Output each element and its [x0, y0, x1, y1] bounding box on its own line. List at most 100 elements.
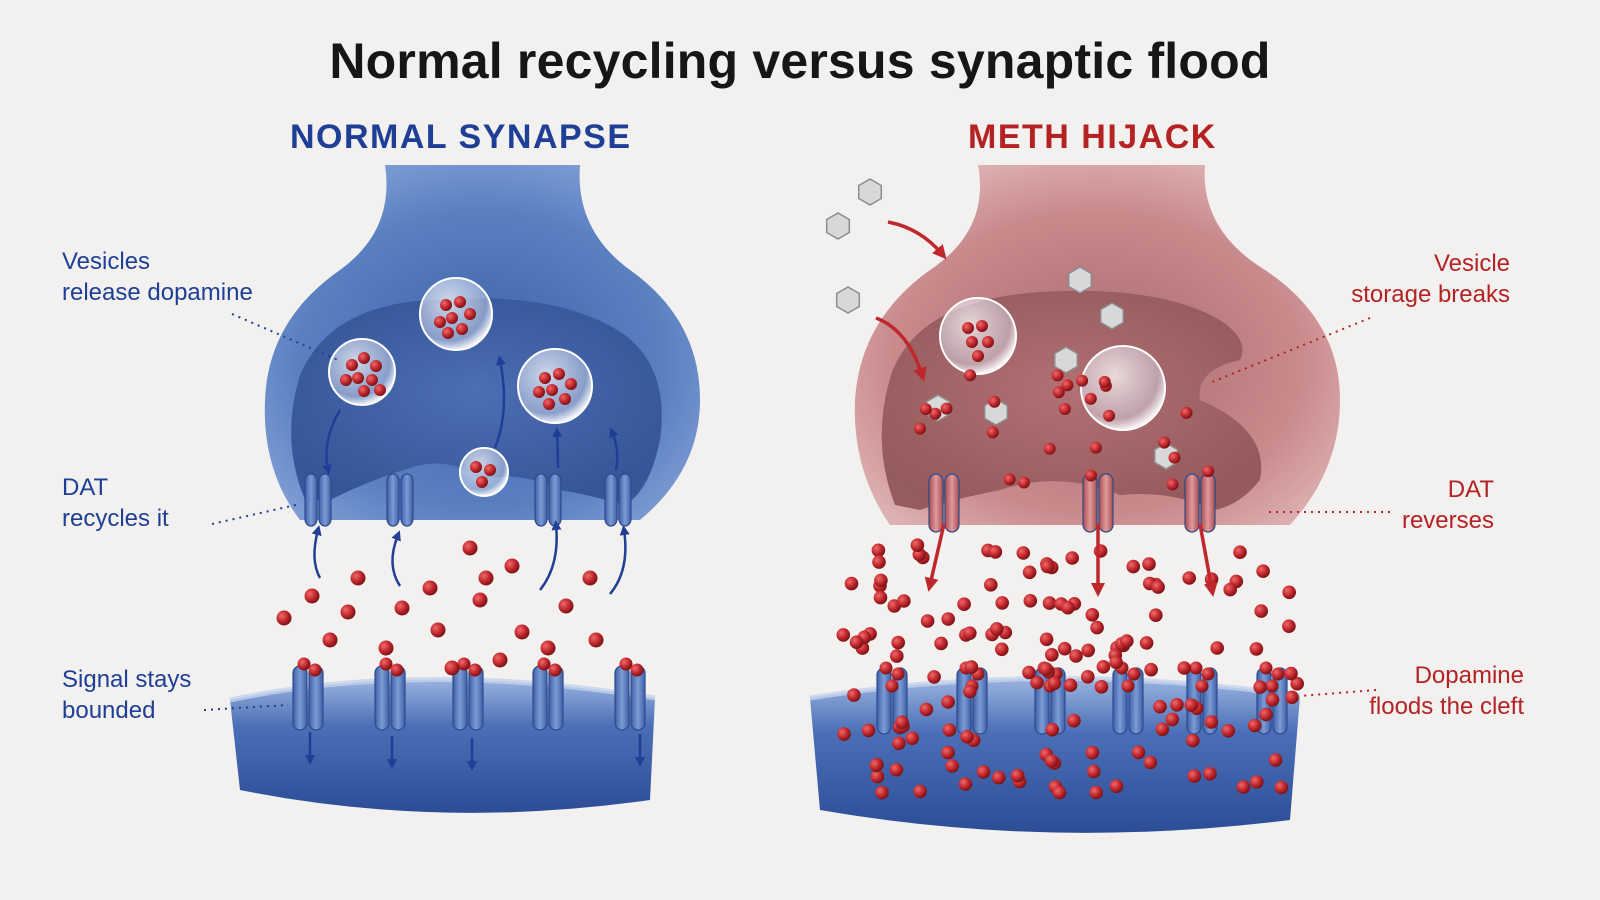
dopamine-molecule — [1180, 406, 1193, 419]
dopamine-molecule — [582, 570, 598, 586]
dopamine-molecule — [990, 622, 1004, 636]
dopamine-molecule — [1087, 764, 1101, 779]
dat-transporter — [386, 473, 414, 527]
dopamine-molecule — [879, 661, 893, 675]
dopamine-molecule — [1040, 559, 1055, 574]
label-line: release dopamine — [62, 279, 253, 306]
dopamine-molecule — [874, 573, 888, 588]
dopamine-molecule — [492, 652, 508, 668]
dopamine-molecule — [895, 715, 909, 729]
dopamine-molecule — [478, 570, 494, 586]
dopamine-molecule — [942, 723, 957, 737]
dopamine-molecule — [1151, 580, 1165, 594]
dopamine-molecule — [350, 570, 366, 586]
dopamine-molecule — [964, 369, 977, 382]
dopamine-molecule — [1259, 661, 1273, 675]
dopamine-molecule — [976, 765, 991, 779]
dopamine-molecule — [836, 628, 851, 642]
dopamine-molecule — [871, 543, 886, 558]
dopamine-molecule — [1127, 667, 1141, 681]
dopamine-molecule — [941, 695, 955, 709]
label-line: floods the cleft — [1369, 693, 1524, 720]
dopamine-molecule — [1158, 436, 1171, 449]
dopamine-molecule — [1023, 594, 1038, 608]
label-line: DAT — [62, 474, 109, 501]
dopamine-molecule — [1186, 733, 1200, 748]
dopamine-molecule — [1039, 632, 1054, 647]
dopamine-molecule — [941, 612, 955, 626]
dopamine-molecule — [514, 624, 530, 640]
dopamine-molecule — [1063, 678, 1078, 692]
dopamine-molecule — [1045, 648, 1059, 662]
dopamine-molecule — [872, 555, 886, 569]
dopamine-molecule — [960, 729, 974, 744]
dopamine-molecule — [891, 635, 905, 650]
dopamine-molecule — [992, 770, 1006, 785]
dopamine-molecule — [1168, 451, 1181, 464]
label-vesicle-storage-breaks: Vesicle storage breaks — [1351, 248, 1510, 310]
dopamine-molecule — [1109, 655, 1123, 670]
dopamine-molecule — [1203, 766, 1217, 781]
dopamine-molecule — [1120, 634, 1134, 648]
dopamine-molecule — [1153, 699, 1167, 714]
dopamine-molecule — [472, 592, 488, 608]
label-line: Signal stays — [62, 666, 192, 693]
meth-crystal — [857, 178, 883, 206]
dopamine-molecule — [1282, 619, 1296, 633]
dopamine-molecule — [914, 422, 926, 435]
label-line: Vesicles — [62, 248, 151, 275]
dopamine-molecule — [379, 657, 393, 671]
dopamine-molecule — [929, 407, 942, 420]
dopamine-molecule — [837, 727, 851, 741]
dopamine-molecule — [1094, 680, 1109, 694]
dopamine-molecule — [1018, 476, 1030, 489]
dopamine-molecule — [919, 403, 932, 416]
dopamine-molecule — [1089, 785, 1103, 800]
dopamine-molecule — [422, 580, 438, 596]
dopamine-molecule — [870, 769, 885, 784]
dopamine-molecule — [1085, 469, 1097, 482]
label-line: recycles it — [62, 505, 169, 532]
dopamine-molecule — [1022, 665, 1036, 680]
label-line: bounded — [62, 697, 156, 724]
dopamine-molecule — [1201, 667, 1215, 681]
dopamine-molecule — [1061, 600, 1075, 615]
dopamine-molecule — [1044, 754, 1059, 768]
normal-dat-transporters — [304, 473, 632, 527]
dopamine-molecule — [1189, 661, 1203, 675]
dopamine-molecule — [1256, 564, 1270, 578]
dopamine-molecule — [964, 660, 979, 674]
dopamine-molecule — [1170, 698, 1184, 712]
dopamine-molecule — [1093, 544, 1108, 558]
dopamine-molecule — [919, 702, 934, 717]
dopamine-molecule — [963, 626, 977, 640]
dopamine-molecule — [963, 684, 977, 699]
dopamine-molecule — [548, 663, 562, 677]
dopamine-molecule — [297, 657, 311, 671]
dopamine-molecule — [875, 785, 889, 800]
dopamine-molecule — [1022, 565, 1037, 580]
dopamine-molecule — [889, 762, 904, 777]
dopamine-molecule — [1284, 666, 1298, 681]
meth-presynaptic-terminal — [854, 165, 1340, 525]
dopamine-molecule — [844, 576, 859, 591]
meth-flooding-dopamine — [836, 369, 1304, 800]
label-line: Dopamine — [1414, 662, 1524, 689]
reversed-dat-transporter — [928, 473, 960, 533]
dopamine-molecule — [1165, 712, 1180, 727]
dopamine-molecule — [444, 660, 460, 676]
dopamine-molecule — [984, 578, 998, 592]
dopamine-molecule — [1096, 660, 1111, 674]
normal-vesicle — [328, 338, 396, 406]
dopamine-molecule — [1121, 679, 1135, 693]
meth-crystal — [1067, 266, 1093, 294]
dopamine-molecule — [1249, 642, 1264, 656]
dopamine-molecule — [986, 426, 999, 439]
dopamine-molecule — [910, 538, 925, 552]
dopamine-molecule — [1254, 604, 1268, 618]
dopamine-molecule — [1247, 718, 1262, 733]
dopamine-molecule — [1057, 641, 1072, 656]
dopamine-molecule — [1081, 670, 1095, 684]
dopamine-molecule — [588, 632, 604, 648]
